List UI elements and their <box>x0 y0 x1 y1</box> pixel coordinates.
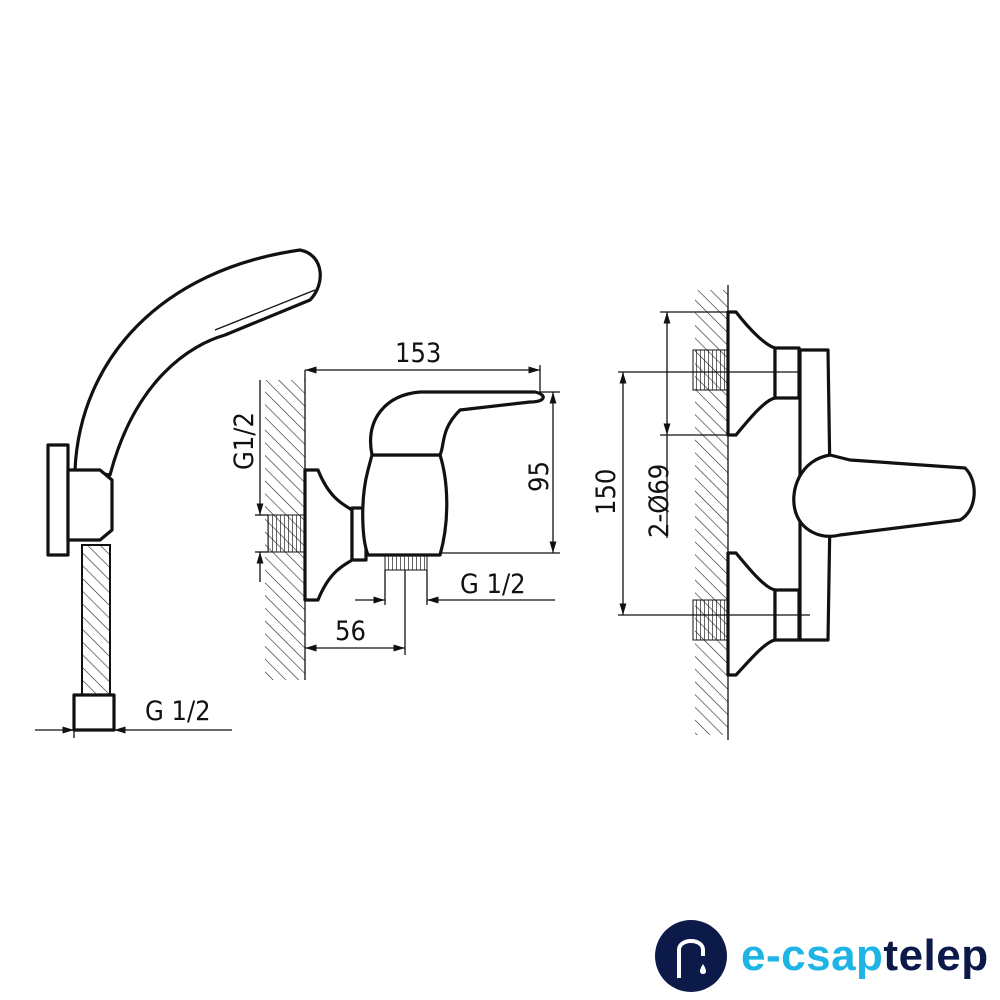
side-view: 153 95 G1/2 G 1/2 56 <box>229 338 560 680</box>
front-view: 2-Ø69 150 <box>591 285 976 740</box>
dim-center-distance: 150 <box>591 469 622 515</box>
dim-flange: 2-Ø69 <box>644 464 675 538</box>
dim-width: 153 <box>395 338 441 369</box>
dim-outlet-thread: G 1/2 <box>460 569 526 600</box>
dim-inlet-thread: G1/2 <box>229 412 260 470</box>
dim-outlet-offset: 56 <box>335 616 366 647</box>
dim-height: 95 <box>524 461 555 492</box>
hand-shower-view: G 1/2 <box>35 248 322 738</box>
logo-text-part2: telep <box>883 931 989 980</box>
brand-logo: e-csaptelep <box>655 920 989 992</box>
logo-text-part1: e-csap <box>741 931 884 980</box>
dim-hose-thread: G 1/2 <box>145 696 211 727</box>
faucet-logo-icon <box>655 920 727 992</box>
